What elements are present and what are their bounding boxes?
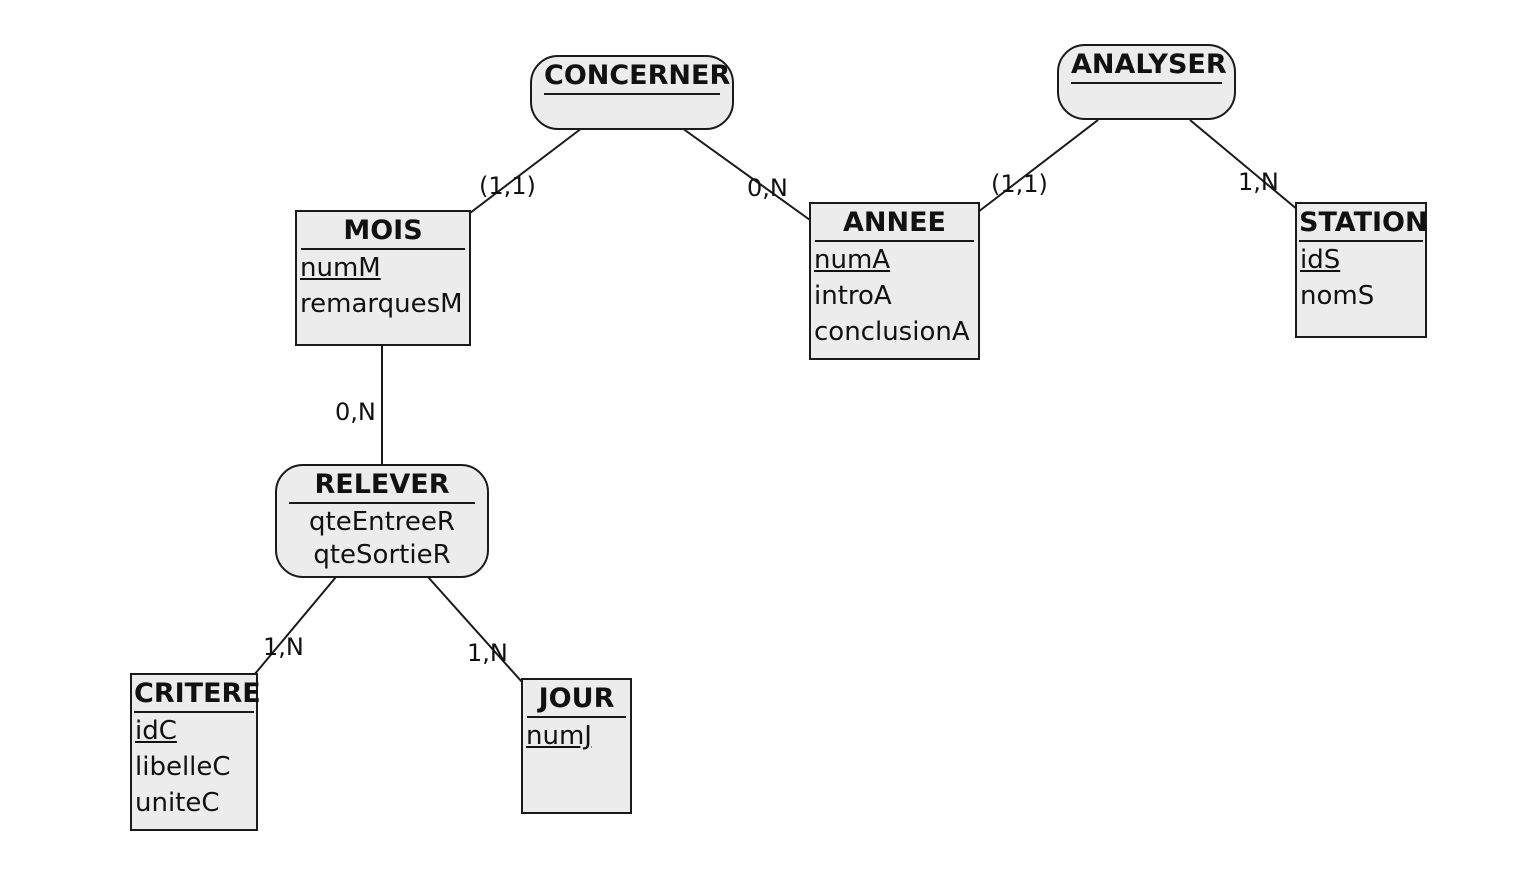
link-analyser-station (1189, 119, 1299, 211)
entity-annee: ANNEE numA introA conclusionA (809, 202, 980, 360)
cardinality-concerner-mois: (1,1) (479, 172, 536, 200)
association-title: CONCERNER (544, 59, 730, 95)
entity-attribute: nomS (1300, 281, 1375, 311)
association-relever: RELEVER qteEntreeR qteSortieR (275, 464, 489, 578)
entity-key-attribute: idC (135, 716, 177, 746)
association-analyser: ANALYSER (1057, 44, 1236, 120)
association-title: ANALYSER (1071, 48, 1227, 84)
entity-attribute: introA (814, 281, 892, 311)
cardinality-relever-critere: 1,N (263, 633, 304, 661)
link-concerner-mois (469, 127, 583, 214)
entity-attribute: uniteC (135, 788, 220, 818)
entity-title: CRITERE (134, 677, 261, 713)
cardinality-concerner-annee: 0,N (747, 174, 788, 202)
entity-title: MOIS (301, 214, 465, 250)
cardinality-relever-mois: 0,N (335, 398, 376, 426)
link-relever-critere (253, 576, 337, 676)
association-title: RELEVER (289, 468, 475, 504)
entity-attribute: libelleC (135, 752, 231, 782)
entity-title: JOUR (527, 682, 626, 718)
entity-key-attribute: numA (814, 245, 891, 275)
entity-attribute: remarquesM (300, 289, 463, 319)
cardinality-analyser-station: 1,N (1238, 168, 1279, 196)
link-concerner-annee (681, 127, 811, 221)
entity-key-attribute: numJ (526, 721, 592, 751)
entity-key-attribute: numM (300, 253, 381, 283)
link-relever-jour (427, 576, 523, 683)
cardinality-relever-jour: 1,N (467, 639, 508, 667)
entity-title: ANNEE (815, 206, 974, 242)
association-attribute: qteSortieR (313, 540, 451, 570)
association-attribute: qteEntreeR (309, 507, 455, 537)
cardinality-analyser-annee: (1,1) (991, 170, 1048, 198)
link-analyser-annee (977, 119, 1099, 213)
entity-key-attribute: idS (1300, 245, 1341, 275)
entity-mois: MOIS numM remarquesM (295, 210, 471, 346)
entity-attribute: conclusionA (814, 317, 970, 347)
association-concerner: CONCERNER (530, 55, 734, 130)
entity-jour: JOUR numJ (521, 678, 632, 814)
entity-critere: CRITERE idC libelleC uniteC (130, 673, 261, 831)
entity-station: STATION idS nomS (1295, 202, 1428, 338)
entity-title: STATION (1299, 206, 1428, 242)
